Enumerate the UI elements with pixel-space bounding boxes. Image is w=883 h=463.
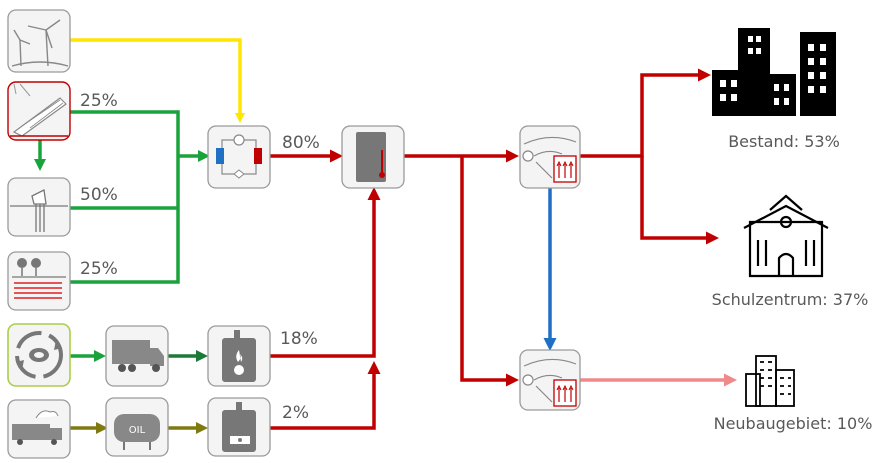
wood-boiler-box [207,325,271,387]
city-buildings-icon [712,28,836,116]
oil-tank-icon: OIL [114,414,160,450]
wood-boiler-icon [222,330,256,382]
substation-upper-box [519,125,581,189]
wood-boiler-share-label: 18% [280,329,318,349]
geothermal-collector-box [7,251,71,311]
heat-exchanger-icon [522,136,577,183]
ground-collector-icon [12,258,66,299]
wind-turbine-icon [11,19,69,67]
neubaugebiet-label: Neubaugebiet: 10% [714,414,873,433]
oil-tank-label: OIL [129,425,146,436]
storage-tank-icon [356,132,386,182]
solar-share-label: 25% [80,91,118,111]
school-building-icon [743,194,829,278]
storage-to-lower-substation-flow [460,156,519,387]
oil-boiler-to-storage-flow [270,361,381,430]
heat-pump-box [207,125,271,189]
oil-boiler-share-label: 2% [282,403,309,423]
geo-collector-share-label: 25% [80,259,118,279]
geo-probe-share-label: 50% [80,185,118,205]
oil-delivery-box [7,399,71,459]
wood-boiler-to-storage-flow [270,187,381,358]
heat-exchanger-lower-icon [522,358,577,407]
recycling-wood-icon [15,331,63,379]
geothermal-probe-box [7,177,71,237]
oil-boiler-box [207,397,271,457]
substation-lower-box [519,349,581,411]
substation-to-schulzentrum-flow [640,156,719,245]
schulzentrum-label: Schulzentrum: 37% [712,290,869,309]
truck-transport-box [105,325,169,387]
solar-panel-icon [10,83,68,137]
oil-boiler-icon [222,402,256,452]
wood-recycling-box [7,323,71,387]
bestand-label: Bestand: 53% [728,132,840,151]
substation-to-bestand-flow [580,68,711,158]
truck-icon [112,340,164,372]
new-buildings-icon [745,355,795,407]
geothermal-probe-icon [10,189,68,232]
electricity-flow [70,38,245,123]
oil-truck-icon [12,410,62,445]
heat-storage-box [341,125,405,189]
solar-thermal-box [7,81,71,141]
oil-tank-box: OIL [105,397,169,457]
solar-heat-flow [70,110,180,284]
wind-turbine-box [7,9,71,73]
heat-pump-share-label: 80% [282,133,320,153]
heat-pump-icon [216,134,262,179]
